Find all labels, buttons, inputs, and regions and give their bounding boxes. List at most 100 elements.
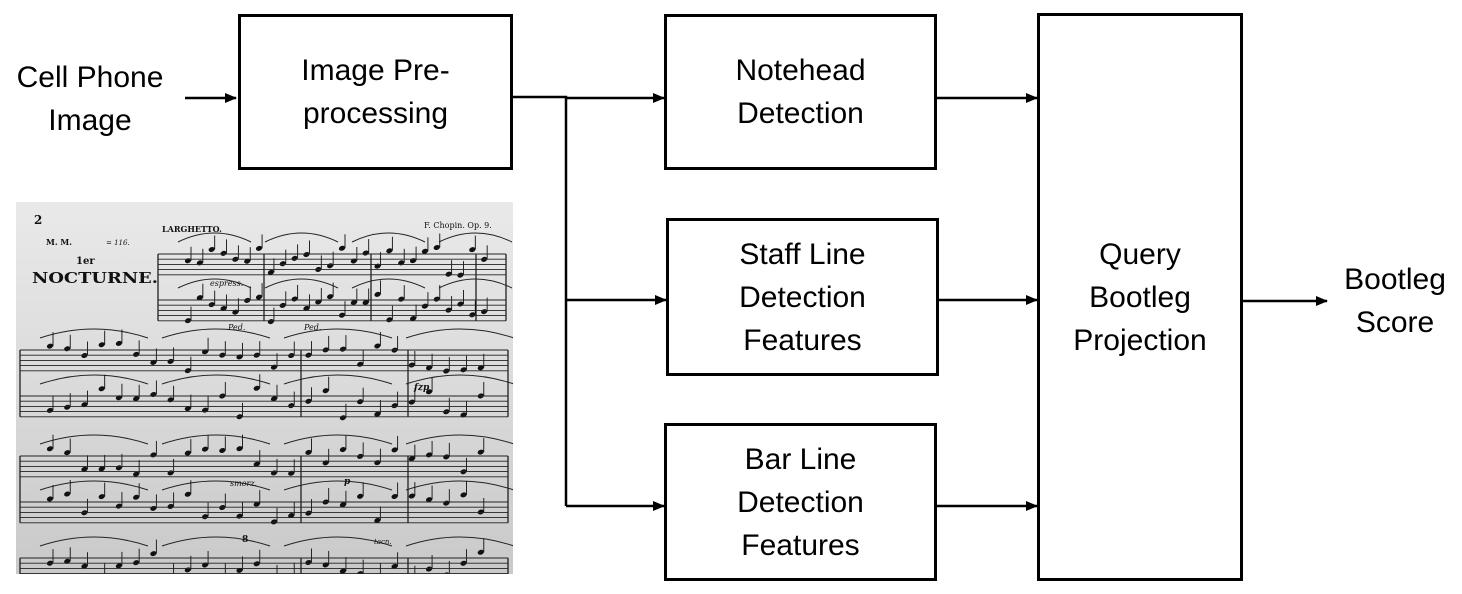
slur-arc: [405, 536, 513, 547]
notehead: [305, 559, 312, 565]
notehead: [46, 496, 54, 502]
notehead: [477, 365, 484, 371]
notehead: [201, 446, 209, 452]
notehead: [184, 450, 191, 456]
notehead: [362, 299, 369, 306]
notehead-line-1: Notehead: [735, 54, 866, 87]
notehead: [196, 295, 203, 301]
notehead: [409, 316, 417, 322]
bar-line-line-2: Detection: [737, 485, 864, 519]
output-label-line-1: Bootleg: [1344, 263, 1446, 296]
slur-arc: [177, 278, 252, 289]
notehead: [184, 406, 191, 412]
notehead: [219, 447, 226, 453]
ottava-mark: 8: [242, 535, 248, 545]
notehead: [133, 560, 140, 566]
slur-arc: [39, 434, 149, 445]
notehead: [386, 248, 393, 254]
notehead: [184, 491, 191, 497]
notehead: [253, 561, 260, 567]
notehead: [253, 501, 260, 507]
preprocessing-line-1: Image Pre-: [301, 54, 450, 87]
query-line-3: Projection: [1073, 323, 1207, 357]
notehead: [339, 502, 347, 508]
notehead: [339, 568, 347, 574]
notehead: [460, 492, 467, 498]
notehead: [421, 248, 429, 254]
notehead: [425, 389, 433, 395]
composer: F. Chopin. Op. 9.: [424, 221, 492, 230]
notehead: [305, 510, 312, 516]
preprocessing-box: Image Pre- processing: [238, 14, 513, 170]
notehead: [133, 471, 140, 477]
notehead: [150, 359, 157, 365]
notehead: [425, 497, 433, 503]
notehead: [338, 245, 346, 251]
notehead: [288, 513, 295, 519]
notehead-detection-box: Notehead Detection: [664, 14, 937, 170]
slur-arc: [39, 374, 149, 385]
slur-arc: [264, 278, 339, 289]
notehead: [350, 258, 357, 264]
notehead: [64, 450, 71, 456]
notehead: [150, 551, 157, 557]
notehead-line-2: Detection: [737, 97, 864, 130]
arrow-preprocessing-branch: [513, 95, 568, 506]
sheet-music-drawing: 2 LARGHETTO. F. Chopin. Op. 9. M. M. = 1…: [19, 213, 513, 574]
notehead: [255, 245, 263, 251]
notehead: [232, 309, 239, 315]
slur-arc: [283, 328, 393, 339]
notehead: [391, 563, 398, 569]
notehead: [391, 447, 398, 453]
slur-arc: [161, 434, 271, 445]
notehead: [64, 491, 71, 497]
notehead: [374, 411, 381, 417]
notehead: [408, 362, 415, 368]
query-line-2: Bootleg: [1089, 280, 1191, 314]
query-bootleg-projection-box: Query Bootleg Projection: [1037, 13, 1243, 581]
notehead: [253, 461, 260, 467]
notehead: [350, 300, 357, 306]
staff-line-line-3: Features: [743, 323, 862, 357]
notehead: [374, 517, 381, 523]
notehead: [64, 558, 71, 564]
input-label: Cell Phone Image: [4, 56, 176, 142]
notehead: [425, 566, 433, 572]
notehead: [115, 395, 123, 401]
notehead: [115, 340, 123, 346]
title-number: 1er: [76, 256, 95, 267]
sheet-music-photo: 2 LARGHETTO. F. Chopin. Op. 9. M. M. = 1…: [16, 202, 513, 574]
slur-arc: [283, 434, 393, 445]
input-label-line-2: Image: [48, 104, 132, 137]
notehead: [253, 385, 260, 391]
notehead: [98, 386, 105, 392]
preprocessing-line-2: processing: [302, 97, 449, 130]
notehead: [425, 365, 433, 371]
notehead: [98, 342, 105, 348]
notehead: [98, 494, 105, 500]
notehead: [305, 449, 312, 455]
notehead: [357, 493, 364, 499]
slur-arc: [405, 434, 513, 445]
notehead: [98, 466, 105, 472]
bar-line-line-3: Features: [741, 528, 860, 562]
notehead: [339, 447, 347, 453]
expression-mark: espress.: [210, 279, 243, 288]
dynamic-fzp: fzp: [413, 383, 430, 393]
notehead: [81, 563, 88, 569]
slur-arc: [405, 328, 513, 339]
notehead: [357, 399, 364, 405]
notehead: [327, 294, 334, 300]
notehead: [460, 412, 467, 418]
notehead: [322, 388, 329, 394]
smorz-mark: smorz.: [230, 479, 257, 488]
notehead: [477, 449, 484, 455]
page-number: 2: [34, 213, 42, 227]
notehead: [477, 549, 484, 555]
slur-arc: [39, 328, 149, 339]
slur-arc: [161, 536, 271, 547]
notehead: [391, 403, 398, 409]
notehead: [303, 305, 310, 311]
slur-arc: [351, 278, 426, 289]
slur-arc: [161, 328, 271, 339]
